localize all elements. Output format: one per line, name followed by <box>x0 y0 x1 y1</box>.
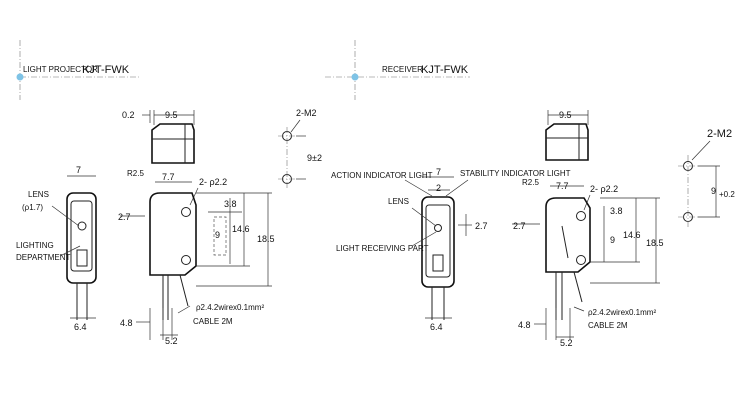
lens-icon <box>77 221 87 231</box>
receiver-dim-2-7-front: 2.7 <box>475 221 488 231</box>
receiver-dim-9-5: 9.5 <box>559 110 572 120</box>
receiver-dim-r2-5: R2.5 <box>522 178 539 187</box>
corner-marker-icon <box>351 73 359 81</box>
receiver-action-label: ACTION INDICATOR LIGHT <box>331 171 433 180</box>
projector-lens-label: LENS <box>28 190 49 199</box>
receiver-dim-14-6: 14.6 <box>623 230 641 240</box>
projector-dim-18-5: 18.5 <box>257 234 275 244</box>
receiver-dim-5-2: 5.2 <box>560 338 573 348</box>
receiver-header: RECEIVER KJT-FWK <box>325 40 470 100</box>
receiver-mount-tol: +0.2 <box>719 190 735 199</box>
receiver-lens-label: LENS <box>388 197 409 206</box>
receiver-dim-2-7-side: 2.7 <box>513 221 526 231</box>
receiver-dim-3-8: 3.8 <box>610 206 623 216</box>
receiver-dim-7-7: 7.7 <box>556 181 569 191</box>
projector-dim-r2-5: R2.5 <box>127 169 144 178</box>
screw-hole-icon <box>181 255 191 265</box>
receiver-dim-18-5: 18.5 <box>646 238 664 248</box>
projector-dim-9: 9 <box>215 230 220 240</box>
screw-hole-icon <box>576 211 586 221</box>
projector-dim-4-8: 4.8 <box>120 318 133 328</box>
receiver-side-view: R2.5 7.7 2- ρ2.2 2.7 3.8 9 14.6 18.5 ρ2.… <box>512 178 664 348</box>
projector-dim-3-8: 3.8 <box>224 199 237 209</box>
projector-mount-dim: 9±2 <box>307 153 322 163</box>
receiver-front-view: 7 2 ACTION INDICATOR LIGHT STABILITY IND… <box>331 167 571 332</box>
receiver-mount-label: 2-M2 <box>707 128 732 140</box>
screw-hole-icon <box>181 207 191 217</box>
projector-title-model: KJT-FWK <box>82 64 130 76</box>
projector-dim-9-5: 9.5 <box>165 110 178 120</box>
lens-icon <box>434 224 442 232</box>
projector-cable-label: CABLE 2M <box>193 317 233 326</box>
receiver-dim-7: 7 <box>436 167 441 177</box>
screw-hole-icon <box>576 255 586 265</box>
receiver-wire-spec: ρ2.4.2wirex0.1mm² <box>588 308 656 317</box>
projector-lighting-label-2: DEPARTMENT <box>16 253 70 262</box>
receiver-mount-holes: 2-M2 9 +0.2 <box>678 128 735 228</box>
receiver-top-view: 9.5 <box>545 110 589 161</box>
corner-marker-icon <box>16 73 24 81</box>
receiver-receiving-label: LIGHT RECEIVING PART <box>336 244 429 253</box>
receiver-stability-label: STABILITY INDICATOR LIGHT <box>460 169 571 178</box>
receiver-dim-4-8: 4.8 <box>518 320 531 330</box>
projector-dim-0-2: 0.2 <box>122 110 135 120</box>
projector-dim-7: 7 <box>76 165 81 175</box>
receiver-dim-hole: 2- ρ2.2 <box>590 184 618 194</box>
projector-dim-hole: 2- ρ2.2 <box>199 177 227 187</box>
receiver-cable-label: CABLE 2M <box>588 321 628 330</box>
receiver-title-model: KJT-FWK <box>421 64 469 76</box>
projector-dim-5-2: 5.2 <box>165 336 178 346</box>
projector-front-view: 7 6.4 LENS (ρ1.7) LIGHTING DEPARTMENT <box>16 165 97 332</box>
receiver-dim-2: 2 <box>436 183 441 193</box>
projector-side-view: R2.5 7.7 2- ρ2.2 2.7 3.8 9 14.6 18.5 ρ2.… <box>118 169 275 346</box>
projector-mount-holes: 2-M2 9±2 <box>278 108 322 188</box>
projector-dim-2-7: 2.7 <box>118 212 131 222</box>
projector-title-prefix: LIGHT PROJECTOR <box>23 65 98 74</box>
projector-wire-spec: ρ2.4.2wirex0.1mm² <box>196 303 264 312</box>
receiver-mount-dim: 9 <box>711 186 716 196</box>
projector-top-view: 0.2 9.5 <box>122 110 195 164</box>
receiver-dim-6-4: 6.4 <box>430 322 443 332</box>
projector-dim-6-4: 6.4 <box>74 322 87 332</box>
projector-dim-7-7: 7.7 <box>162 172 175 182</box>
projector-dim-14-6: 14.6 <box>232 224 250 234</box>
projector-lens-diameter: (ρ1.7) <box>22 203 43 212</box>
projector-lighting-label-1: LIGHTING <box>16 241 54 250</box>
receiver-title-prefix: RECEIVER <box>382 65 423 74</box>
projector-mount-label: 2-M2 <box>296 108 317 118</box>
projector-header: LIGHT PROJECTOR KJT-FWK <box>16 40 140 100</box>
receiver-dim-9: 9 <box>610 235 615 245</box>
